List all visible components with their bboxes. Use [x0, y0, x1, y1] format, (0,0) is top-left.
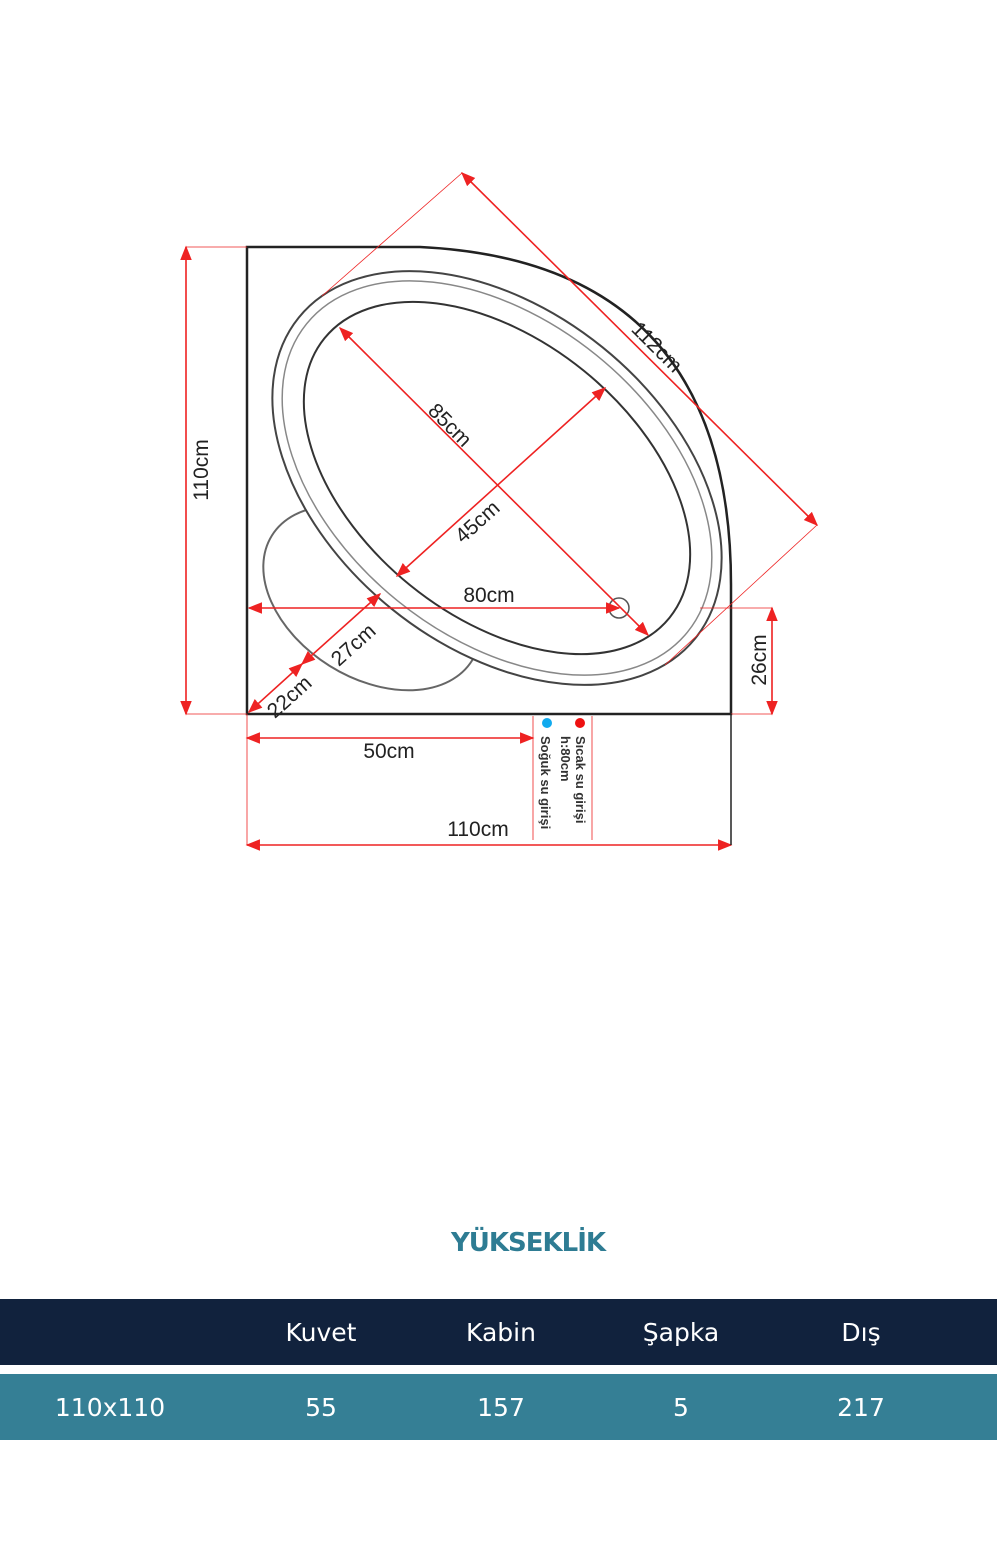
dim-seat-27: 27cm: [327, 619, 381, 670]
dim-bottom-width: 110cm: [447, 818, 508, 841]
hot-water-height: h:80cm: [558, 736, 573, 782]
hot-water-label: Sıcak su girişi: [573, 736, 588, 823]
header-sapka: Şapka: [642, 1317, 720, 1347]
dim-right-height: 26cm: [748, 634, 771, 685]
hot-water-dot: [575, 718, 585, 728]
cell-kabin: 157: [477, 1392, 525, 1422]
bathtub-dimension-diagram: 110cm 112cm 85cm 45cm 80cm 27cm 22cm 26c…: [180, 171, 819, 851]
dim-diagonal: 112cm: [627, 318, 687, 378]
header-kuvet: Kuvet: [285, 1317, 357, 1347]
cell-dis: 217: [837, 1392, 885, 1422]
dim-height-left: 110cm: [190, 439, 213, 500]
header-dis: Dış: [841, 1317, 881, 1347]
cold-water-label: Soğuk su girişi: [538, 736, 553, 829]
header-kabin: Kabin: [466, 1317, 536, 1347]
tub-rim-outer: [271, 270, 723, 686]
table-row: 110x110 55 157 5 217: [0, 1374, 997, 1440]
height-table-title: YÜKSEKLİK: [450, 1228, 606, 1258]
cold-water-dot: [542, 718, 552, 728]
cell-size: 110x110: [54, 1392, 166, 1422]
cell-kuvet: 55: [305, 1392, 337, 1422]
dim-drain-distance: 80cm: [463, 584, 514, 607]
cell-sapka: 5: [673, 1392, 689, 1422]
height-table-header: Kuvet Kabin Şapka Dış: [0, 1299, 997, 1365]
dimension-lines: [180, 171, 819, 851]
dim-bottom-50: 50cm: [363, 740, 414, 763]
